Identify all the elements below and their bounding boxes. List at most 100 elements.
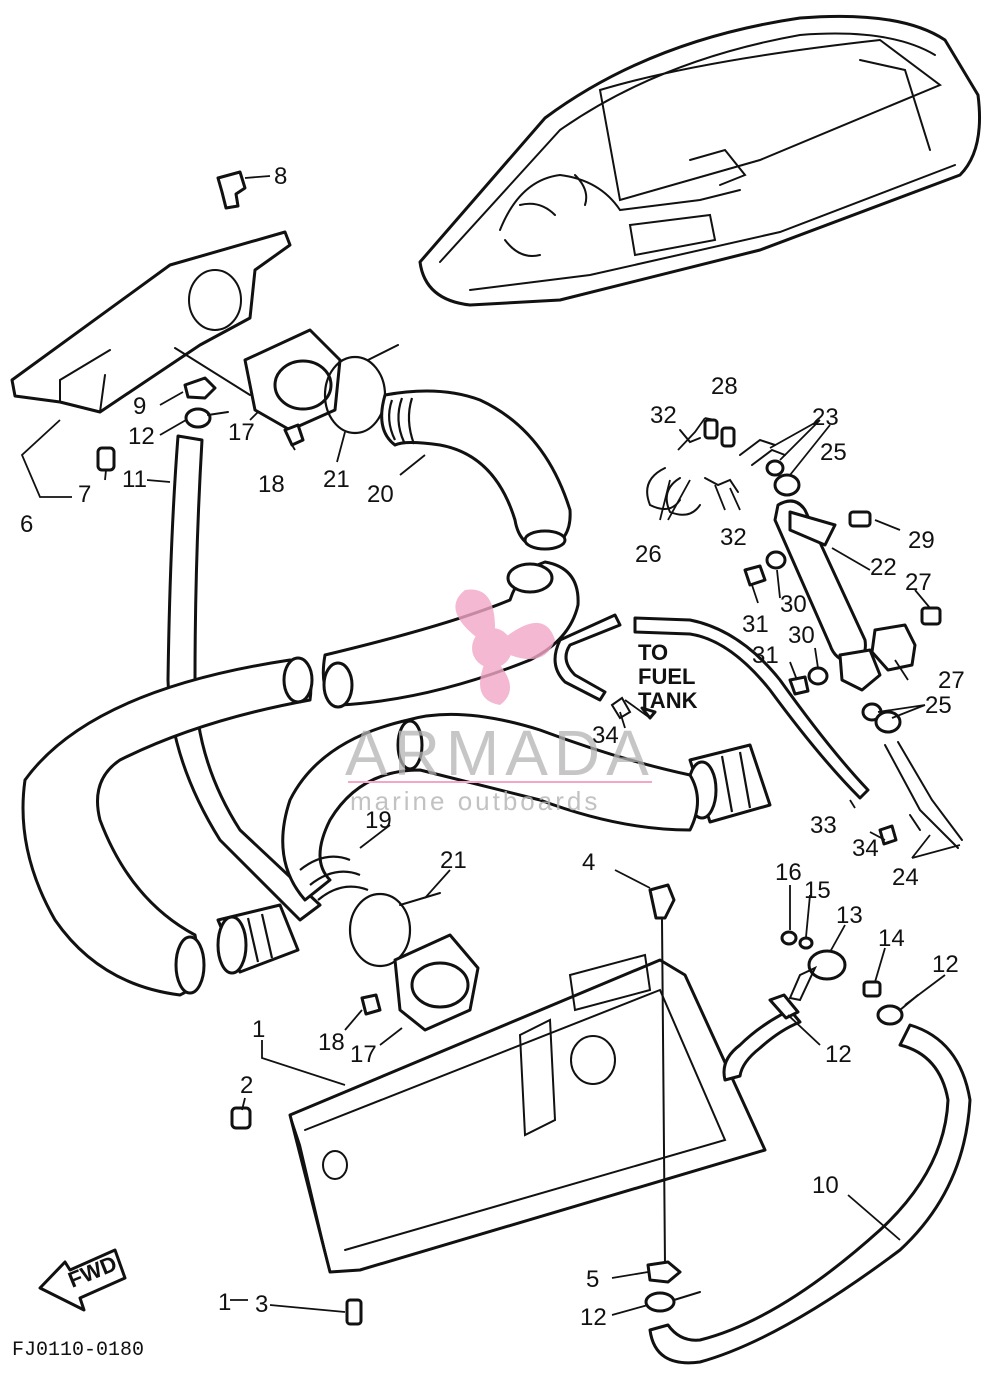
nut-16 (780, 930, 798, 946)
hose-23 (739, 438, 786, 466)
clamp-12-bottom (644, 1291, 701, 1313)
callout-32-lower: 32 (720, 524, 747, 551)
nut-31-lower (788, 675, 810, 696)
callout-20: 20 (367, 481, 394, 508)
callout-8: 8 (274, 163, 287, 190)
watermark-subtitle: marine outboards (350, 786, 600, 816)
callout-7: 7 (78, 481, 91, 508)
callout-25-upper: 25 (820, 439, 847, 466)
bellows-left (216, 903, 300, 975)
callout-17-upper: 17 (228, 419, 255, 446)
callout-12-bottom: 12 (580, 1304, 607, 1331)
clip-26 (646, 467, 701, 516)
callout-12-right: 12 (932, 951, 959, 978)
screw-upper (283, 423, 305, 447)
callout-1-upper: 1 (252, 1016, 265, 1043)
callout-21-lower: 21 (440, 847, 467, 874)
callout-16: 16 (775, 859, 802, 886)
bracket-top (788, 510, 837, 547)
washer-30-upper (765, 550, 787, 570)
callout-6: 6 (20, 511, 33, 538)
callout-26: 26 (635, 541, 662, 568)
callout-14: 14 (878, 925, 905, 952)
watermark: ARMADA marine outboards (345, 589, 655, 816)
bracket-27 (838, 623, 917, 692)
callout-30-upper: 30 (780, 591, 807, 618)
callout-13: 13 (836, 902, 863, 929)
callout-31-lower: 31 (752, 642, 779, 669)
nut-31-upper (743, 564, 767, 587)
leader-lines (20, 175, 961, 1316)
callout-24: 24 (892, 864, 919, 891)
callout-12-center: 12 (825, 1041, 852, 1068)
callout-34-right: 34 (852, 835, 879, 862)
callout-4: 4 (582, 849, 595, 876)
note-line-2: FUEL (638, 664, 695, 689)
callout-18-lower: 18 (318, 1029, 345, 1056)
nut-5 (646, 1260, 682, 1284)
callout-19: 19 (365, 807, 392, 834)
cap-25-upper (765, 459, 801, 497)
watercraft-hull (418, 14, 982, 307)
clamp-12-right (876, 994, 919, 1026)
screw-lower (360, 993, 382, 1016)
callout-9: 9 (133, 393, 146, 420)
propeller-logo-icon (455, 589, 555, 705)
bolt-2 (230, 1106, 252, 1130)
screw-3 (345, 1298, 363, 1326)
callout-2: 2 (240, 1072, 253, 1099)
screw (96, 446, 116, 472)
lower-tank (288, 953, 767, 1274)
callout-34-left: 34 (592, 722, 619, 749)
hex-nut (183, 376, 217, 400)
fwd-arrow-icon: FWD (38, 1248, 127, 1312)
callout-22: 22 (870, 554, 897, 581)
hose-s-bend (281, 712, 699, 902)
callout-1-lower: 1 (218, 1289, 231, 1316)
callout-3: 3 (255, 1291, 268, 1318)
callout-11: 11 (122, 466, 147, 493)
callout-15: 15 (804, 877, 831, 904)
hose-10 (648, 1008, 972, 1365)
screw-29 (848, 510, 872, 528)
washer-30-lower (807, 666, 829, 686)
callout-32-upper: 32 (650, 402, 677, 429)
valve-13 (788, 949, 847, 1002)
diagram-code: FJ0110-0180 (12, 1339, 144, 1362)
callout-29: 29 (908, 527, 935, 554)
callout-30-lower: 30 (788, 622, 815, 649)
callout-27-lower: 27 (938, 667, 965, 694)
arrow-icon (640, 706, 657, 720)
callout-21-upper: 21 (323, 466, 350, 493)
hose-section-left (21, 656, 314, 997)
clamp-12-center (768, 993, 800, 1020)
flange-lower (393, 933, 480, 1032)
clip-34-left (610, 696, 632, 720)
flange-upper (243, 328, 342, 432)
clip-32 (679, 429, 739, 493)
screw-27 (920, 606, 942, 626)
note-line-1: TO (638, 640, 668, 665)
bellows-right (686, 743, 772, 824)
grommet-4 (648, 883, 676, 1266)
callout-31-upper: 31 (742, 611, 769, 638)
watermark-title: ARMADA (345, 717, 655, 789)
screw-28 (703, 418, 736, 448)
screw-14 (862, 980, 882, 998)
cover-plate (10, 230, 292, 414)
callout-labels: 8 9 12 7 11 6 17 18 21 20 28 32 23 25 29… (20, 163, 965, 1331)
callout-33: 33 (810, 812, 837, 839)
hose-vertical (166, 434, 322, 922)
callout-5: 5 (586, 1266, 599, 1293)
band-clamp-lower (348, 892, 441, 968)
callout-25-lower: 25 (925, 692, 952, 719)
callout-28: 28 (711, 373, 738, 400)
hose-24 (884, 741, 963, 849)
elbow-hose (380, 389, 572, 551)
hose-section-middle (321, 560, 580, 709)
callout-23: 23 (812, 404, 839, 431)
callout-12-upper: 12 (128, 423, 155, 450)
callout-17-lower: 17 (350, 1041, 377, 1068)
grommet (216, 170, 247, 210)
